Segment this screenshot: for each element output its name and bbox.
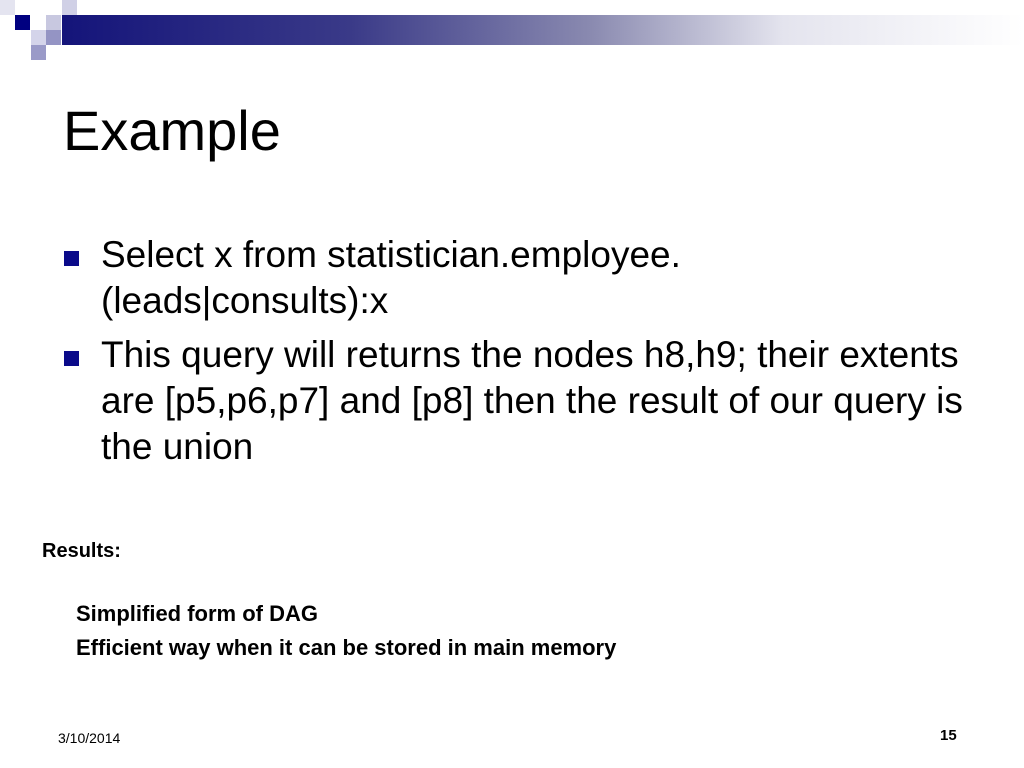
bullet-item: This query will returns the nodes h8,h9;… [64,332,964,470]
deco-square [46,30,61,45]
slide-title: Example [63,99,281,162]
header-bar [62,15,1024,45]
footer-date: 3/10/2014 [58,730,121,746]
bullet-text: Select x from statistician.employee.(lea… [101,234,681,321]
deco-square [31,30,46,45]
deco-square [15,15,30,30]
square-bullet-icon [64,351,79,366]
bullet-text: This query will returns the nodes h8,h9;… [101,334,963,467]
deco-square [31,45,46,60]
bullet-item: Select x from statistician.employee.(lea… [64,232,964,324]
deco-square [46,15,61,30]
note-line: Efficient way when it can be stored in m… [76,635,617,660]
bullet-list: Select x from statistician.employee.(lea… [64,232,964,478]
deco-square [0,0,15,15]
note-line: Simplified form of DAG [76,601,318,626]
deco-square [62,0,77,15]
results-notes: Simplified form of DAG Efficient way whe… [76,597,616,665]
results-label: Results: [42,540,121,562]
slide-number: 15 [940,727,957,744]
square-bullet-icon [64,251,79,266]
